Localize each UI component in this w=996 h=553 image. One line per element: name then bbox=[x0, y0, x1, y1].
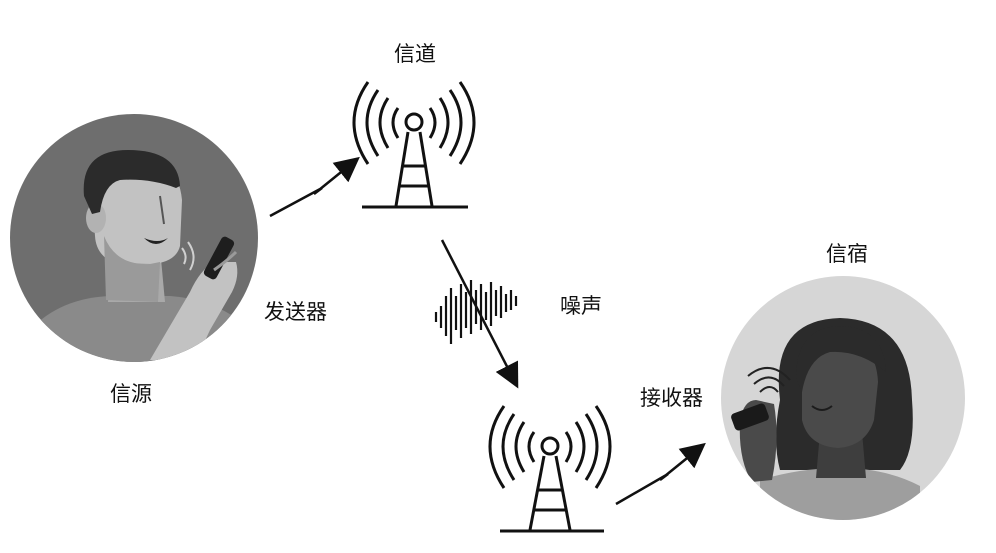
transmitter-label: 发送器 bbox=[264, 300, 327, 324]
sound-wave-icon bbox=[434, 280, 518, 344]
radio-tower-icon bbox=[352, 81, 476, 209]
man-talking-on-phone-icon bbox=[10, 114, 258, 362]
woman-listening-on-phone-icon bbox=[721, 276, 965, 520]
channel-label: 信道 bbox=[394, 42, 436, 66]
source-label: 信源 bbox=[110, 382, 152, 406]
radio-tower-icon bbox=[488, 405, 612, 533]
sink-label: 信宿 bbox=[826, 242, 868, 266]
noise-arrow bbox=[440, 239, 519, 389]
signal-arrow-to-sink bbox=[615, 442, 706, 506]
signal-arrow-to-channel bbox=[269, 156, 360, 218]
noise-label: 噪声 bbox=[560, 294, 602, 318]
receiver-label: 接收器 bbox=[640, 386, 703, 410]
